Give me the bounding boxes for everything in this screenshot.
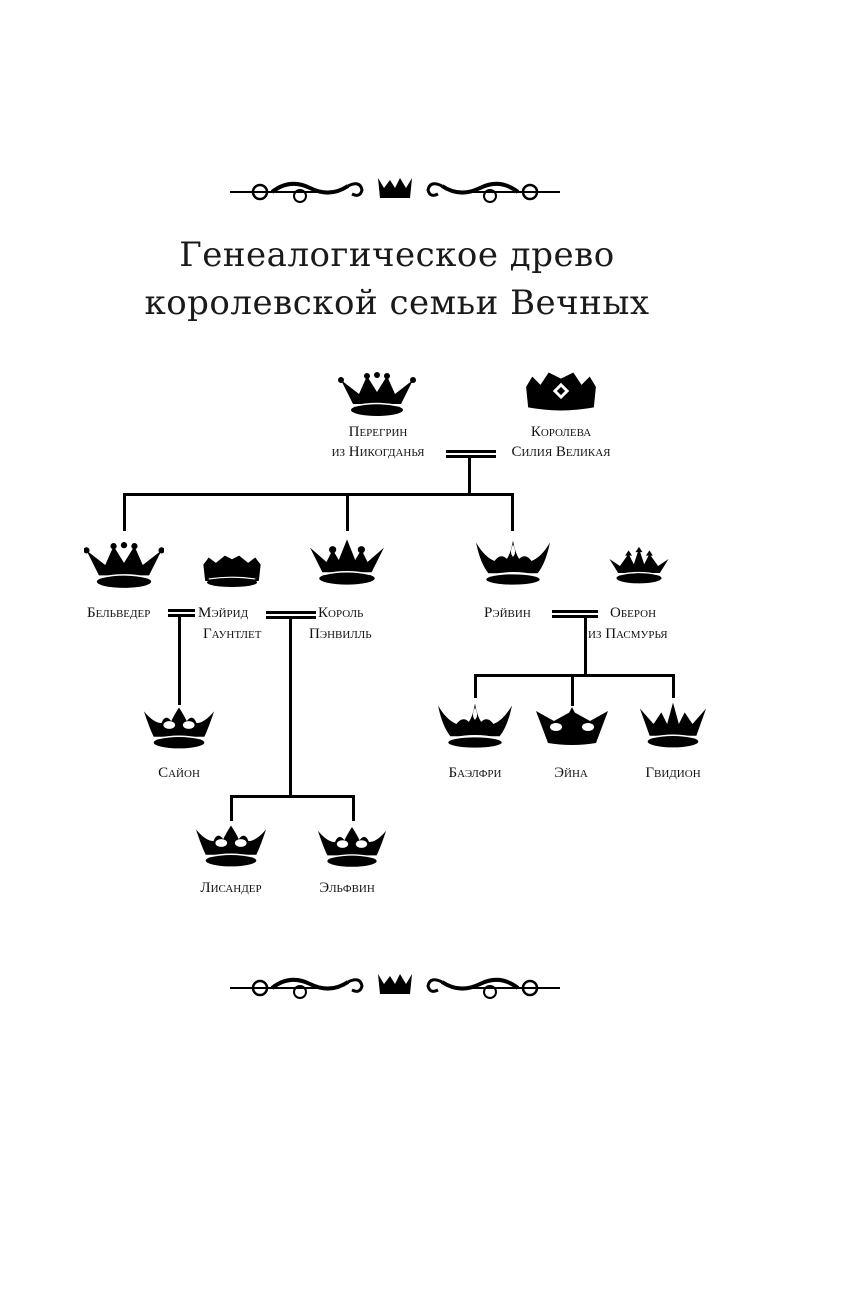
sibling-line	[230, 795, 354, 798]
marriage-line-bottom	[168, 614, 195, 617]
bottom-ornament-divider	[230, 972, 560, 1000]
page-title-line1: Генеалогическое древо	[179, 235, 615, 275]
person-silia-line1: Королева	[530, 424, 592, 440]
marriage-line-top	[266, 611, 316, 614]
crown-icon-belveder	[84, 542, 164, 589]
sibling-line	[123, 493, 514, 496]
crown-icon-lisander	[195, 824, 267, 868]
crown-cross-icon-oberon	[608, 546, 670, 585]
branch-line-lisander	[230, 795, 233, 821]
marriage-line-top	[552, 610, 598, 613]
person-penvill-line1: Король	[318, 605, 364, 621]
crown-lily-icon-baelfri	[437, 702, 513, 749]
marriage-line-bottom	[552, 615, 598, 618]
crown-diamond-icon-silia	[526, 372, 596, 411]
branch-line-belveder	[123, 493, 126, 531]
person-meyrid-line1: Мэйрид	[198, 605, 249, 621]
crown-icon-sayon	[143, 706, 215, 750]
person-reyvin: Рэйвин	[484, 605, 531, 621]
branch-line-gvidion	[672, 674, 675, 698]
descent-line	[584, 616, 587, 676]
branch-line-penvill	[346, 493, 349, 531]
branch-line-elfvin	[352, 795, 355, 821]
person-penvill-line2: Пэнвилль	[309, 626, 372, 642]
person-peregrin-line1: Перегрин	[348, 424, 408, 440]
crown-lily-icon-reyvin	[475, 539, 551, 586]
person-silia-line2: Силия Великая	[511, 444, 611, 460]
person-gvidion: Гвидион	[645, 765, 701, 781]
person-lisander: Лисандер	[200, 880, 262, 896]
marriage-line-top	[446, 450, 496, 453]
branch-line-eyna	[571, 674, 574, 706]
person-oberon-line2: из Пасмурья	[588, 626, 668, 642]
person-belveder: Бельведер	[87, 605, 151, 621]
top-ornament-divider	[230, 176, 560, 204]
person-eyna: Эйна	[554, 765, 588, 781]
branch-line-baelfri	[474, 674, 477, 698]
person-meyrid-line2: Гаунтлет	[203, 626, 262, 642]
descent-line	[468, 455, 471, 495]
crown-icon-eyna	[536, 707, 608, 745]
sibling-line	[474, 674, 675, 677]
crown-icon-peregrin	[338, 372, 416, 417]
descent-line	[289, 617, 292, 797]
marriage-line-bottom	[446, 455, 496, 458]
crown-spike-icon-gvidion	[639, 701, 707, 749]
marriage-line-top	[168, 609, 195, 612]
branch-line-reyvin	[511, 493, 514, 531]
descent-line-sayon	[178, 615, 181, 705]
crown-low-icon-meyrid	[202, 555, 262, 588]
person-baelfri: Баэлфри	[448, 765, 502, 781]
page-title-line2: королевской семьи Вечных	[144, 283, 650, 323]
person-peregrin-line2: из Никогданья	[331, 444, 425, 460]
crown-icon-elfvin	[317, 826, 387, 868]
crown-fleur-icon-penvill	[309, 538, 385, 586]
person-sayon: Сайон	[158, 765, 200, 781]
person-elfvin: Эльфвин	[319, 880, 375, 896]
person-oberon-line1: Оберон	[610, 605, 657, 621]
